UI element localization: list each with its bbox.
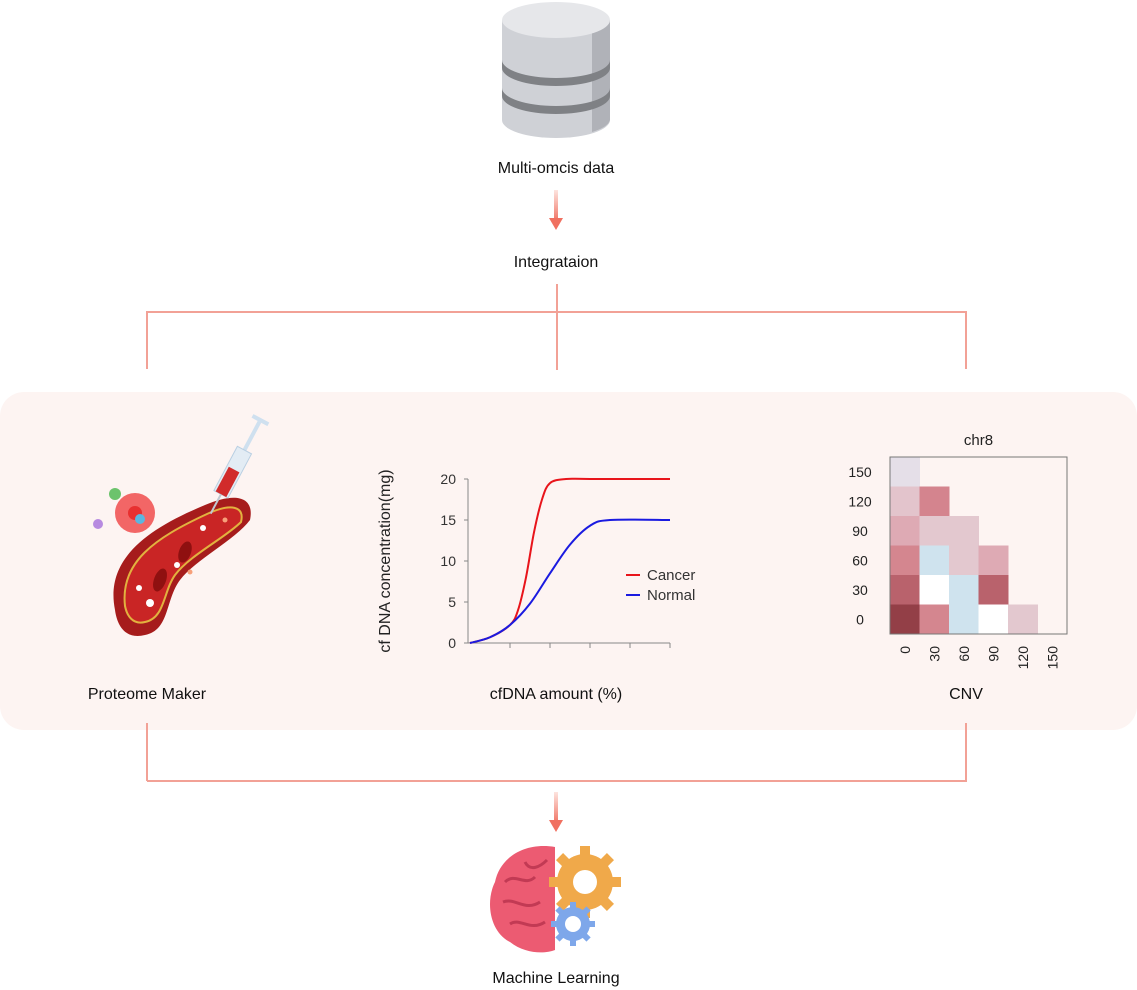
heatmap-cell — [890, 516, 920, 546]
blood-vessel-syringe-icon — [93, 414, 270, 636]
heatmap-y-label: 60 — [852, 552, 868, 568]
heatmap-cell — [890, 457, 920, 487]
heatmap-x-label: 0 — [897, 646, 913, 654]
heatmap-x-label: 30 — [926, 646, 942, 662]
heatmap-y-label: 120 — [848, 493, 872, 509]
heatmap-cell — [890, 575, 920, 605]
connector-horizontal-top — [147, 311, 967, 313]
heatmap-cell — [1008, 604, 1038, 635]
heatmap-y-label: 90 — [852, 523, 868, 539]
heatmap-title: chr8 — [964, 432, 993, 449]
heatmap-cell — [890, 545, 920, 576]
y-tick-label: 15 — [440, 512, 456, 528]
arrow-down-icon — [549, 792, 563, 832]
multi-omics-data-label: Multi-omcis data — [497, 160, 615, 177]
legend-label-cancer: Cancer — [647, 567, 695, 584]
y-tick-label: 10 — [440, 553, 456, 569]
heatmap-x-label: 120 — [1015, 646, 1031, 670]
connector-stem-top — [556, 284, 558, 370]
heatmap-cell — [919, 575, 950, 605]
cfdna-amount-label: cfDNA amount (%) — [489, 686, 623, 703]
heatmap-x-label: 150 — [1044, 646, 1060, 670]
cnv-label: CNV — [949, 686, 983, 703]
heatmap-cell — [949, 604, 979, 635]
cfdna-line-chart: 0 5 10 15 20 cf DNA concentration(mg) CancerNo… — [377, 469, 695, 652]
brain-gears-icon — [490, 846, 621, 953]
heatmap-cell — [978, 604, 1009, 635]
heatmap-y-label: 30 — [852, 582, 868, 598]
heatmap-cell — [949, 516, 979, 546]
heatmap-x-label: 90 — [985, 646, 1001, 662]
y-axis-label: cf DNA concentration(mg) — [377, 469, 394, 652]
connector-left-bottom — [146, 723, 148, 781]
y-tick-label: 20 — [440, 471, 456, 487]
heatmap-frame — [889, 456, 1068, 635]
machine-learning-label: Machine Learning — [492, 970, 620, 987]
heatmap-cell — [919, 516, 950, 546]
heatmap-cell — [949, 575, 979, 605]
y-tick-label: 0 — [448, 635, 456, 651]
cnv-heatmap: chr8 150 120 90 60 30 0 0 30 60 90 120 150 — [848, 432, 1068, 670]
heatmap-cell — [949, 545, 979, 576]
integration-label: Integrataion — [513, 254, 599, 271]
heatmap-x-label: 60 — [956, 646, 972, 662]
proteome-maker-label: Proteome Maker — [87, 686, 207, 703]
heatmap-cell — [919, 486, 950, 517]
heatmap-cell — [890, 604, 920, 635]
heatmap-cell — [919, 545, 950, 576]
y-tick-label: 5 — [448, 594, 456, 610]
connector-right-top — [965, 311, 967, 369]
heatmap-cell — [890, 486, 920, 517]
arrow-down-icon — [549, 190, 563, 230]
database-icon — [502, 2, 610, 138]
heatmap-y-label: 150 — [848, 464, 872, 480]
connector-horizontal-bottom — [147, 780, 967, 782]
heatmap-cell — [919, 604, 950, 635]
series-line-normal — [469, 518, 671, 644]
connector-right-bottom — [965, 723, 967, 781]
heatmap-cell — [978, 545, 1009, 576]
heatmap-y-label: 0 — [856, 611, 864, 627]
legend-label-normal: Normal — [647, 587, 695, 604]
connector-left-top — [146, 311, 148, 369]
heatmap-cell — [978, 575, 1009, 605]
series-line-cancer — [469, 477, 670, 644]
